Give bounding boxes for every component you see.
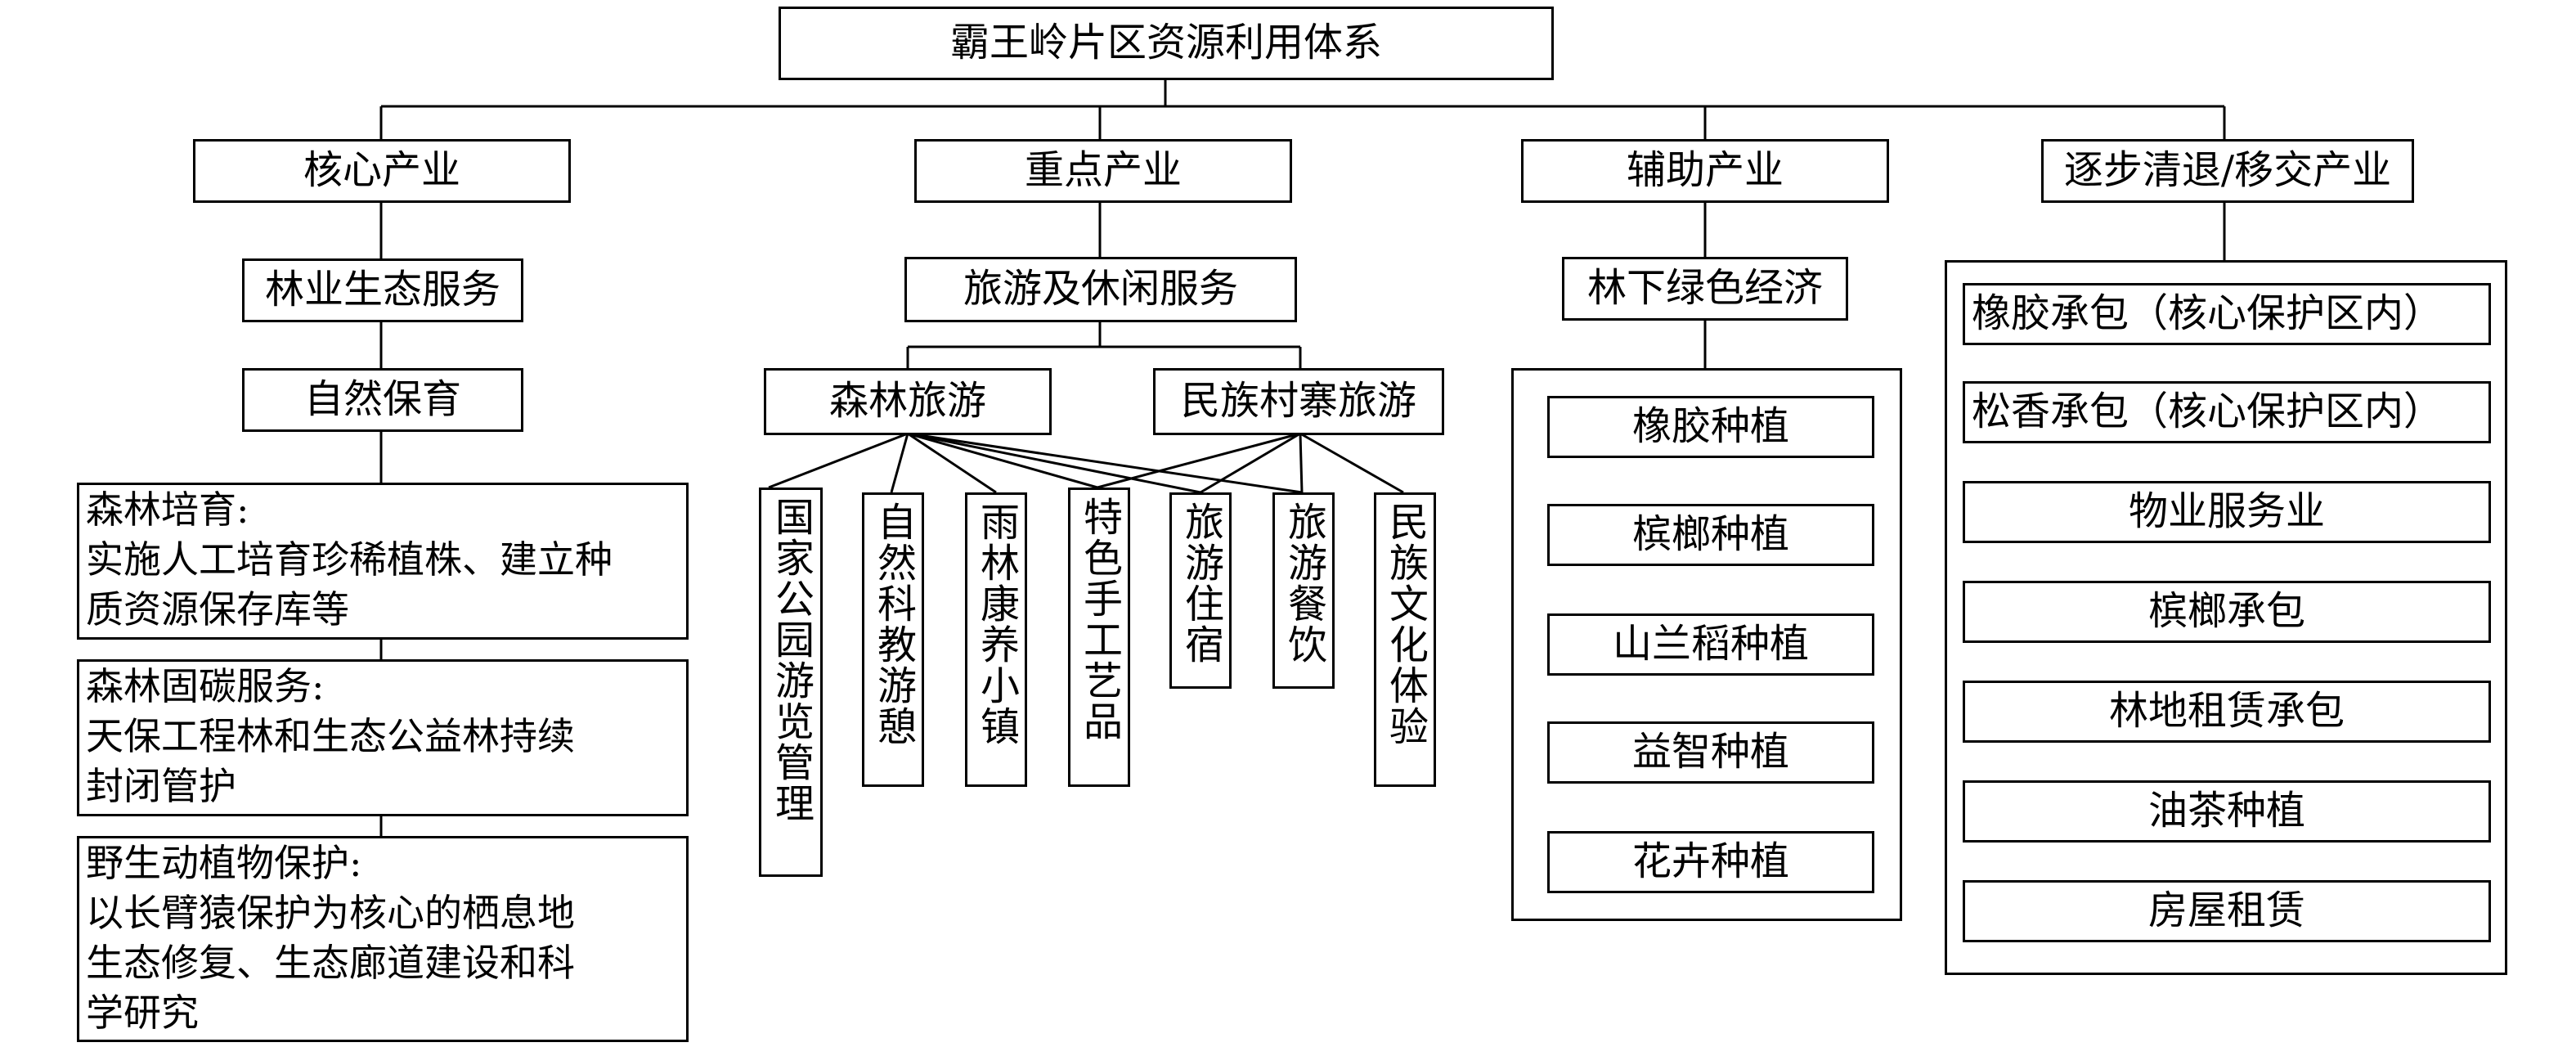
core-detail-3: 野生动植物保护: 以长臂猿保护为核心的栖息地 生态修复、生态廊道建设和科 学研究 (77, 836, 689, 1042)
core-detail-1-line-1: 实施人工培育珍稀植株、建立种 (86, 537, 613, 582)
category-core: 核心产业 (193, 139, 571, 203)
key-item-1: 国家公园游览管理 (759, 488, 823, 877)
core-service-box: 林业生态服务 (242, 258, 523, 322)
key-service-box: 旅游及休闲服务 (904, 257, 1297, 322)
core-detail-2-line-1: 天保工程林和生态公益林持续 (86, 714, 575, 758)
key-item-5: 旅游住宿 (1169, 492, 1232, 689)
aux-item-4: 益智种植 (1547, 721, 1874, 784)
aux-item-5: 花卉种植 (1547, 831, 1874, 893)
ethnic-tourism-box: 民族村寨旅游 (1153, 368, 1444, 435)
core-detail-3-line-1: 以长臂猿保护为核心的栖息地 (86, 891, 575, 935)
category-aux: 辅助产业 (1521, 139, 1889, 203)
key-item-3: 雨林康养小镇 (965, 492, 1027, 787)
core-detail-2-head: 森林固碳服务: (86, 664, 325, 708)
key-item-7: 民族文化体验 (1374, 492, 1436, 787)
core-detail-1-line-2: 质资源保存库等 (86, 587, 349, 631)
exit-item-6: 油茶种植 (1963, 780, 2491, 843)
page-title: 霸王岭片区资源利用体系 (779, 7, 1554, 80)
category-key: 重点产业 (914, 139, 1292, 203)
exit-item-1: 橡胶承包（核心保护区内） (1963, 283, 2491, 345)
core-detail-3-line-3: 学研究 (86, 991, 199, 1035)
forest-tourism-box: 森林旅游 (764, 368, 1052, 435)
category-exit: 逐步清退/移交产业 (2041, 139, 2414, 203)
exit-item-4: 槟榔承包 (1963, 581, 2491, 643)
core-detail-3-head: 野生动植物保护: (86, 841, 362, 885)
exit-item-2: 松香承包（核心保护区内） (1963, 381, 2491, 443)
exit-group-frame (1945, 260, 2507, 975)
core-sub-box: 自然保育 (242, 368, 523, 432)
exit-item-3: 物业服务业 (1963, 481, 2491, 543)
aux-item-3: 山兰稻种植 (1547, 613, 1874, 676)
exit-item-7: 房屋租赁 (1963, 880, 2491, 942)
core-detail-3-line-2: 生态修复、生态廊道建设和科 (86, 941, 575, 985)
key-item-6: 旅游餐饮 (1272, 492, 1335, 689)
aux-group-frame (1511, 368, 1902, 921)
core-detail-1-head: 森林培育: (86, 488, 249, 532)
aux-item-2: 槟榔种植 (1547, 504, 1874, 566)
key-item-4: 特色手工艺品 (1068, 488, 1130, 787)
core-detail-2: 森林固碳服务: 天保工程林和生态公益林持续 封闭管护 (77, 659, 689, 816)
core-detail-2-line-2: 封闭管护 (86, 764, 236, 808)
aux-item-1: 橡胶种植 (1547, 396, 1874, 458)
aux-service-box: 林下绿色经济 (1562, 257, 1848, 321)
exit-item-5: 林地租赁承包 (1963, 681, 2491, 743)
core-detail-1: 森林培育: 实施人工培育珍稀植株、建立种 质资源保存库等 (77, 483, 689, 640)
key-item-2: 自然科教游憩 (862, 492, 924, 787)
